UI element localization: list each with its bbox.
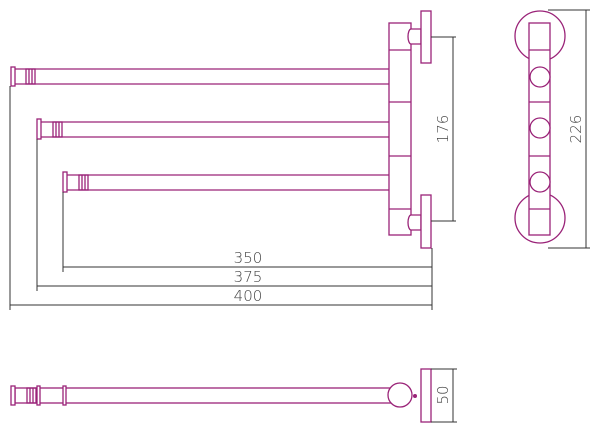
wall-flange-top	[420, 10, 432, 64]
dimension-lines	[9, 36, 456, 310]
dimension-375: 375	[234, 268, 263, 286]
dimension-350: 350	[234, 249, 263, 267]
arm-top	[10, 66, 395, 87]
arm-middle	[36, 118, 395, 140]
dimension-226: 226	[567, 115, 585, 144]
front-view	[10, 10, 432, 249]
top-view	[10, 368, 457, 423]
dimension-176: 176	[434, 115, 452, 144]
bracket	[388, 10, 432, 249]
side-view	[514, 9, 590, 249]
arm-bottom	[62, 171, 395, 193]
dimension-400: 400	[234, 287, 263, 305]
dimension-50: 50	[434, 385, 452, 404]
wall-flange-bottom	[420, 194, 432, 249]
